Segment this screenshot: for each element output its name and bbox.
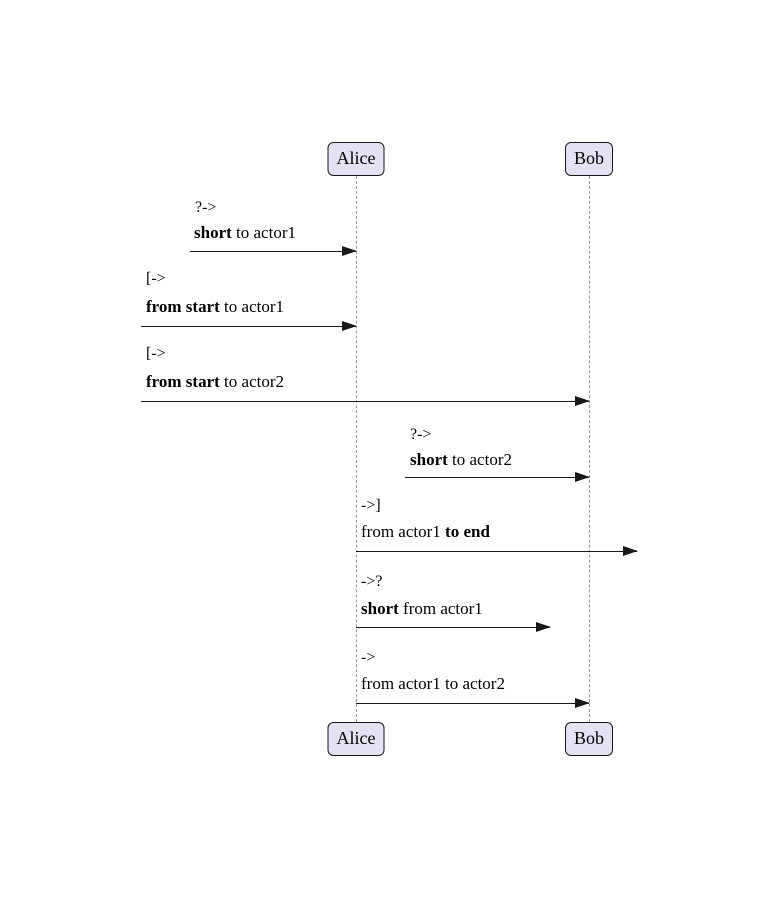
message-3-arrowhead [575, 395, 590, 406]
message-1-label-bold: short [194, 223, 232, 242]
message-4-arrowhead [575, 471, 590, 482]
message-5-label-bold: to end [445, 522, 490, 541]
message-3-label: from start to actor2 [146, 371, 284, 392]
actor-box-bob-bottom: Bob [564, 722, 614, 756]
message-3-arrow [141, 395, 590, 406]
message-6-arrow [356, 621, 551, 632]
message-7-label-pre: from actor1 to actor2 [361, 674, 505, 693]
message-3-operator: [-> [146, 345, 166, 362]
lifeline-bob [589, 176, 590, 722]
message-2-operator: [-> [146, 270, 166, 287]
message-4-label: short to actor2 [410, 449, 512, 470]
actor-box-alice-top: Alice [327, 142, 385, 176]
message-7-arrow [356, 697, 590, 708]
message-1-label: short to actor1 [194, 222, 296, 243]
message-6-arrowhead [536, 621, 551, 632]
actor-box-alice-bottom: Alice [327, 722, 385, 756]
message-5-label-pre: from actor1 [361, 522, 446, 541]
message-1-arrowhead [342, 245, 357, 256]
message-7-operator: -> [361, 649, 376, 666]
message-2-arrow [141, 320, 357, 331]
message-7-arrowhead [575, 697, 590, 708]
message-4-arrow [405, 471, 590, 482]
message-6-operator: ->? [361, 573, 383, 590]
message-1-label-post: to actor1 [231, 223, 296, 242]
message-2-label: from start to actor1 [146, 296, 284, 317]
message-5-operator: ->] [361, 497, 381, 514]
message-2-arrowhead [342, 320, 357, 331]
lifeline-alice [356, 176, 357, 722]
actor-box-bob-top: Bob [564, 142, 614, 176]
message-4-operator: ?-> [410, 426, 432, 443]
message-1-arrow [190, 245, 357, 256]
message-6-label: short from actor1 [361, 598, 483, 619]
message-3-label-bold: from start [146, 372, 220, 391]
message-7-label: from actor1 to actor2 [361, 673, 505, 694]
message-5-arrow [356, 545, 638, 556]
message-3-label-post: to actor2 [219, 372, 284, 391]
message-1-operator: ?-> [195, 199, 217, 216]
message-4-label-post: to actor2 [447, 450, 512, 469]
message-5-arrowhead [623, 545, 638, 556]
message-4-label-bold: short [410, 450, 448, 469]
message-2-label-bold: from start [146, 297, 220, 316]
message-6-label-bold: short [361, 599, 399, 618]
message-6-label-post: from actor1 [398, 599, 483, 618]
message-5-label: from actor1 to end [361, 521, 490, 542]
message-2-label-post: to actor1 [219, 297, 284, 316]
